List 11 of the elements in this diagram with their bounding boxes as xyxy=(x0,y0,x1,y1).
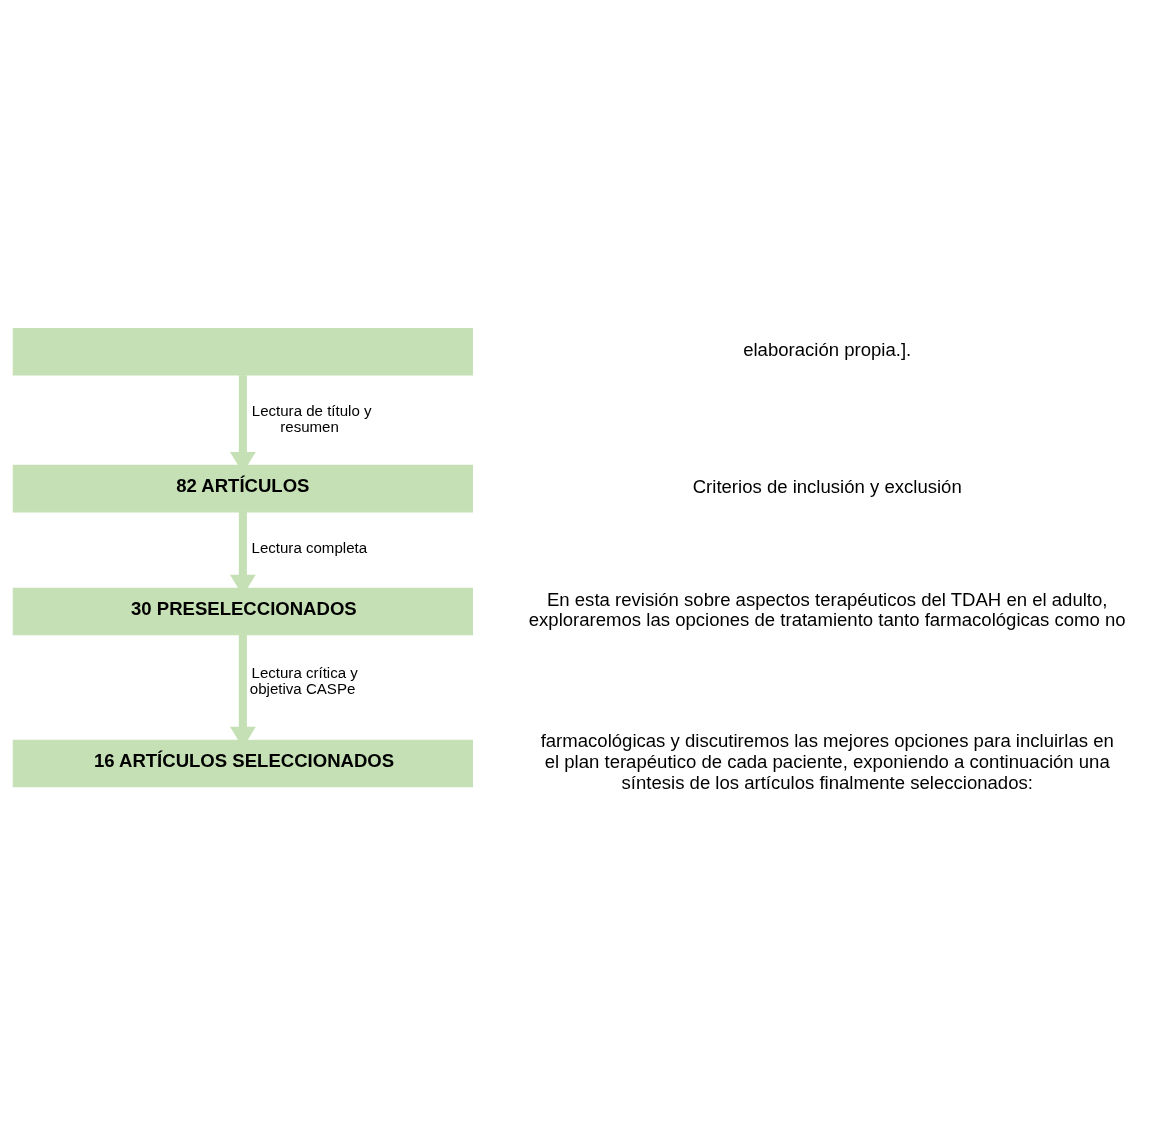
node-box xyxy=(12,328,473,376)
label: farmacológicas y discutiremos las mejores opciones para incluirlas en el plan terapéutico de cada paciente, exponiendo a continuación una síntesis de los artículos finalmente seleccionados: xyxy=(540,729,1114,793)
node-box: 16 ARTÍCULOS SELECCIONADOS xyxy=(12,739,473,788)
node-box: 82 ARTÍCULOS xyxy=(12,464,473,513)
node-box: 30 PRESELECCIONADOS xyxy=(12,587,473,636)
label: elaboración propia.]. xyxy=(743,339,912,361)
label: En esta revisión sobre aspectos terapéuticos del TDAH en el adulto, exploraremos las opciones de tratamiento tanto farmacológicas como no xyxy=(528,588,1126,631)
edge-label: Lectura de título y resumen xyxy=(251,402,372,436)
edge-label: Lectura completa xyxy=(251,538,368,556)
edge-label: Lectura crítica y objetiva CASPe xyxy=(249,664,358,698)
label: Criterios de inclusión y exclusión xyxy=(692,476,962,498)
